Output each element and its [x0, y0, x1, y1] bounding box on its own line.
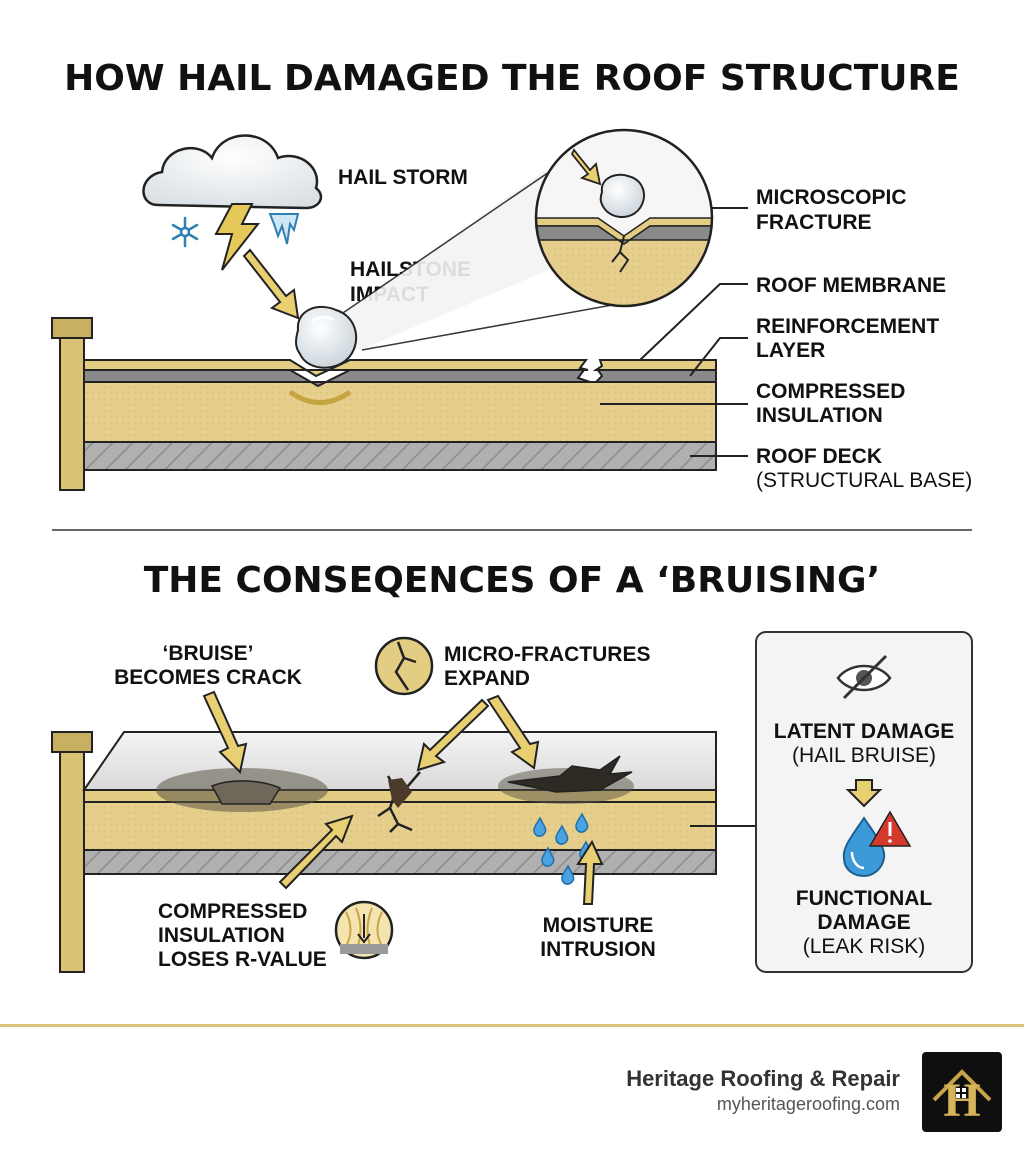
heritage-logo: H	[922, 1052, 1002, 1132]
logo-letter: H	[943, 1074, 980, 1127]
label-compressed-1: COMPRESSED	[756, 380, 905, 403]
water-drop-icon	[842, 816, 886, 878]
top-title: HOW HAIL DAMAGED THE ROOF STRUCTURE	[64, 58, 960, 99]
hailstone-icon	[295, 305, 358, 369]
label-bruise-1: ‘BRUISE’	[162, 642, 253, 665]
label-roof-membrane: ROOF MEMBRANE	[756, 274, 946, 297]
leader-lines-top	[600, 207, 748, 457]
roof-cross-section-bottom	[82, 731, 717, 875]
arrows-bottom	[202, 690, 604, 905]
label-moisture-2: INTRUSION	[540, 938, 656, 961]
snowflake-icon	[171, 216, 199, 248]
label-micro-fractures-1: MICRO-FRACTURES	[444, 643, 650, 666]
label-hail-storm: HAIL STORM	[338, 166, 468, 189]
label-microscopic-1: MICROSCOPIC	[756, 186, 907, 209]
label-compressed-loses-2: INSULATION	[158, 924, 285, 947]
arrow-storm-to-impact	[242, 248, 300, 320]
label-reinforcement-1: REINFORCEMENT	[756, 315, 939, 338]
label-latent-1: LATENT DAMAGE	[774, 720, 954, 743]
label-reinforcement-2: LAYER	[756, 339, 825, 362]
insulation-compress-icon	[334, 900, 394, 960]
label-functional-3: (LEAK RISK)	[803, 935, 926, 958]
bottom-title: THE CONSEQENCES OF A ‘BRUISING’	[144, 560, 881, 601]
label-compressed-2: INSULATION	[756, 404, 883, 427]
label-compressed-loses-3: LOSES R-VALUE	[158, 948, 327, 971]
roof-deck-layer	[83, 441, 717, 471]
label-microscopic-2: FRACTURE	[756, 211, 872, 234]
eye-slash-icon	[836, 654, 892, 700]
label-roof-deck-1: ROOF DECK	[756, 445, 882, 468]
label-bruise-2: BECOMES CRACK	[114, 666, 302, 689]
cracked-circle-icon	[374, 636, 434, 696]
zoom-connector	[317, 168, 641, 351]
footer-rule	[0, 1024, 1024, 1027]
footer-brand: Heritage Roofing & Repair	[626, 1066, 900, 1091]
label-micro-fractures-2: EXPAND	[444, 667, 530, 690]
crack-center	[377, 771, 421, 833]
label-compressed-loses-1: COMPRESSED	[158, 900, 307, 923]
storm-cloud-icon	[142, 134, 323, 210]
roof-membrane-layer	[83, 359, 589, 378]
compression-dent	[288, 389, 352, 405]
crack-right	[507, 755, 633, 793]
arrow-down-icon	[845, 779, 883, 808]
label-functional-1: FUNCTIONAL	[796, 887, 933, 910]
lightning-bolt-icon	[214, 203, 261, 271]
label-roof-deck-2: (STRUCTURAL BASE)	[756, 469, 972, 492]
insulation-layer	[83, 381, 717, 443]
roof-cross-section	[83, 359, 717, 471]
label-functional-2: DAMAGE	[817, 911, 910, 934]
alert-triangle-icon	[868, 810, 912, 847]
left-post-bottom	[51, 731, 93, 973]
label-moisture-1: MOISTURE	[543, 914, 654, 937]
footer-url: myheritageroofing.com	[717, 1094, 900, 1114]
zoom-detail-circle	[534, 128, 714, 308]
label-latent-2: (HAIL BRUISE)	[792, 744, 936, 767]
left-post	[51, 317, 93, 491]
damage-panel: LATENT DAMAGE (HAIL BRUISE) FUNCTIONAL D…	[755, 631, 973, 973]
icicle-icon	[268, 213, 300, 245]
